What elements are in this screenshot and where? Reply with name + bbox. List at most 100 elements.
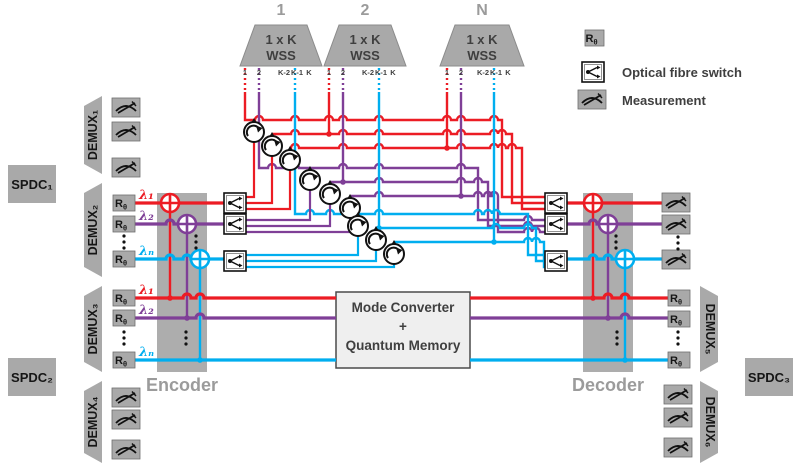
ellipsis-dots [615, 330, 619, 346]
port-label: 1 [243, 68, 247, 77]
row-red-lower-right [470, 292, 668, 300]
port-label: K-2 [278, 68, 290, 77]
spdc3-label: SPDC₃ [748, 370, 790, 385]
spdc1-label: SPDC₁ [11, 177, 53, 192]
r-theta-label: Rθ [670, 314, 682, 328]
lambda-label: λ₂ [138, 209, 154, 224]
r-theta-box: Rθ [112, 215, 136, 233]
wss-1-header: 1 [277, 2, 286, 19]
junction-dot [184, 315, 190, 321]
port-label: K-2 [362, 68, 374, 77]
measurement-icon [663, 407, 693, 428]
row-lambda2-left [135, 218, 224, 226]
demux4-trapezoid [84, 381, 102, 463]
ellipsis-dots [614, 234, 618, 250]
wss-1-label-line1: 1 x K [265, 32, 297, 47]
legend-label-measurement: Measurement [622, 93, 706, 108]
mode-coupler-icon [614, 248, 636, 270]
r-theta-label: Rθ [115, 313, 127, 327]
port-label: K [306, 68, 312, 77]
wss-n-label-line2: WSS [467, 48, 497, 63]
switch-bundle-line [246, 170, 292, 211]
row-purple-lower-right [470, 312, 668, 320]
switch-bundle-line [246, 204, 332, 228]
demux1-trapezoid [84, 96, 102, 174]
polarization-rotator-icon [319, 180, 341, 205]
demux3-label: DEMUX₃ [86, 303, 100, 354]
mesh-bus-purple [350, 190, 545, 234]
fibre-switch-icon [223, 192, 247, 214]
wss-2-trapezoid [323, 24, 407, 67]
polarization-rotator-icon [347, 212, 369, 237]
polarization-rotator-icon [299, 166, 321, 191]
measurement-icon [663, 437, 693, 458]
r-theta-box: Rθ [112, 309, 136, 327]
r-theta-label: Rθ [115, 293, 127, 307]
measurement-icon [111, 121, 141, 142]
ellipsis-dots [122, 330, 126, 346]
mesh-bus-red [272, 128, 545, 205]
polarization-rotator-icon [383, 240, 405, 265]
center-box-line3: Quantum Memory [346, 338, 461, 353]
encoder-label: Encoder [146, 375, 218, 395]
mesh-bus-cyan [293, 92, 545, 257]
lambda-label: λₙ [138, 345, 154, 360]
demux3-trapezoid [84, 286, 102, 372]
lambda-label: λ₁ [138, 283, 154, 298]
demux1-label: DEMUX₁ [86, 110, 100, 160]
r-theta-label: Rθ [585, 33, 597, 47]
demux6-trapezoid [700, 381, 718, 463]
mesh-bus-red [243, 92, 545, 199]
labels-layer: 1 2 N 1 x K WSS 1 x K WSS 1 x K WSS 1 2 … [11, 2, 790, 448]
wss-n-trapezoid [439, 24, 525, 67]
row-lambda2-right [567, 218, 662, 226]
wss-2-label-line2: WSS [350, 48, 380, 63]
demux5-trapezoid [700, 286, 718, 372]
r-theta-box: Rθ [112, 250, 136, 268]
ellipsis-dots [676, 235, 680, 251]
junction-dot [605, 315, 611, 321]
port-label: 1 [327, 68, 331, 77]
row-lambdan-left [135, 253, 224, 261]
measurement-icon [661, 192, 691, 213]
port-label: 2 [459, 68, 463, 77]
demux4-label: DEMUX₄ [86, 396, 100, 447]
measurement-icon [111, 97, 141, 118]
junction-dot [326, 131, 332, 137]
demux5-label: DEMUX₅ [703, 304, 717, 355]
row-purple-lower-left [135, 312, 336, 320]
polarization-rotator-icon [279, 146, 301, 171]
fibre-switch-icon [581, 61, 605, 83]
r-theta-box: Rθ [667, 351, 691, 369]
ellipsis-dots [676, 330, 680, 346]
switch-bundle-line [246, 156, 274, 205]
port-label: K-1 [291, 68, 303, 77]
measurement-icon [111, 409, 141, 430]
fibre-switch-icon [544, 250, 568, 272]
decoder-label: Decoder [572, 375, 644, 395]
switch-bundle-line [246, 190, 312, 222]
wss-1-port-labels: 1 2 K-2 K-1 K [243, 68, 312, 77]
port-label: K-1 [375, 68, 387, 77]
lambda-label: λₙ [138, 244, 154, 259]
ellipsis-dots [194, 234, 198, 250]
fibre-switch-icon [544, 213, 568, 235]
wss-1-label-line2: WSS [266, 48, 296, 63]
fibre-switch-icon [223, 250, 247, 272]
wss-n-header: N [476, 2, 488, 19]
row-lambdan-right [567, 253, 662, 261]
polarization-rotator-icon [339, 194, 361, 219]
junction-dot [167, 295, 173, 301]
polarization-rotator-icon [261, 132, 283, 157]
junction-dot [590, 295, 596, 301]
mode-coupler-icon [189, 248, 211, 270]
mode-coupler-icon [582, 192, 604, 214]
junction-dot [340, 179, 346, 185]
measurement-icon [661, 214, 691, 235]
demux2-label: DEMUX₂ [86, 205, 100, 256]
measurement-icon [663, 384, 693, 405]
fibre-switch-icon [544, 192, 568, 214]
switch-bundle-line [246, 142, 256, 199]
r-theta-label: Rθ [670, 355, 682, 369]
lambda-label: λ₂ [138, 303, 154, 318]
